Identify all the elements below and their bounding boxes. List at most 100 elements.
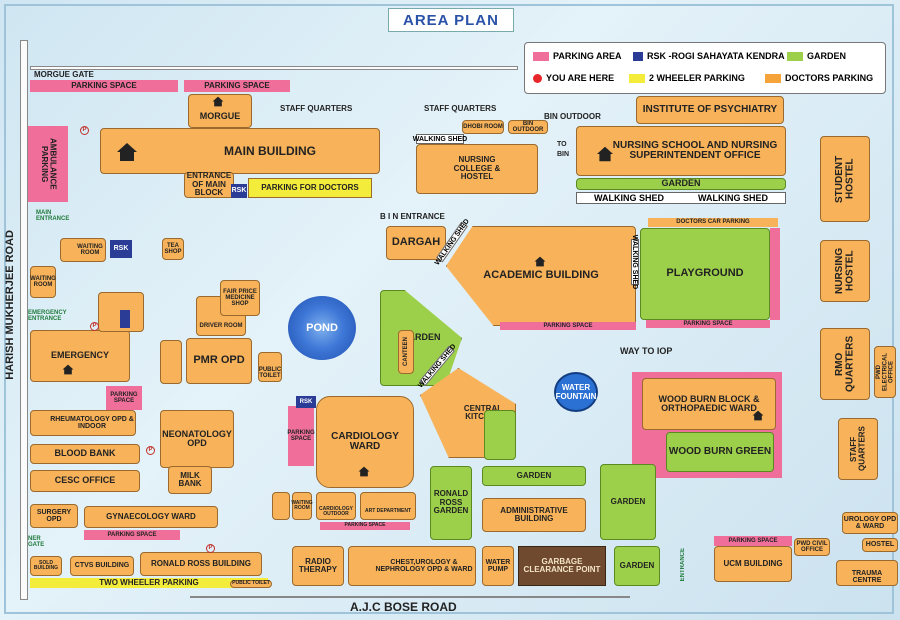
map-legend: PARKING AREA RSK -ROGI SAHAYATA KENDRA G… (524, 42, 886, 94)
parking-space-playground: PARKING SPACE (646, 320, 770, 328)
rheumatology-opd[interactable]: RHEUMATOLOGY OPD & INDOOR (30, 410, 136, 436)
parking-space-rheumatology: PARKING SPACE (106, 386, 142, 410)
water-pump[interactable]: WATER PUMP (482, 546, 514, 586)
bin-outdoor-building[interactable]: BIN OUTDOOR (508, 120, 548, 134)
gynaecology-ward[interactable]: GYNAECOLOGY WARD (84, 506, 218, 528)
wood-burn-green: WOOD BURN GREEN (666, 432, 774, 472)
radio-therapy[interactable]: RADIO THERAPY (292, 546, 344, 586)
bin-outdoor-label: BIN OUTDOOR (544, 112, 601, 121)
parking-p-icon: P (80, 126, 89, 135)
surgery-opd[interactable]: SURGERY OPD (30, 504, 78, 528)
parking-space-academic: PARKING SPACE (500, 322, 636, 330)
cesc-office[interactable]: CESC OFFICE (30, 470, 140, 492)
entrance-label-bottom: ENTRANCE (680, 548, 686, 582)
pmr-opd[interactable]: PMR OPD (186, 338, 252, 384)
to-bin-label: TO BIN (557, 141, 570, 158)
emergency-entrance-label: EMERGENCY ENTRANCE (28, 310, 67, 322)
legend-two-wheeler: 2 WHEELER PARKING (629, 73, 745, 83)
pwd-electrical-office[interactable]: PWD ELECTRICAL OFFICE (874, 346, 896, 398)
wood-burn-block[interactable]: WOOD BURN BLOCK & ORTHOPAEDIC WARD (642, 378, 776, 430)
institute-of-psychiatry[interactable]: INSTITUTE OF PSYCHIATRY (636, 96, 784, 124)
neonatology-opd[interactable]: NEONATOLOGY OPD (160, 410, 234, 468)
legend-rsk: RSK -ROGI SAHAYATA KENDRA (633, 51, 785, 61)
rsk-emergency[interactable] (120, 310, 130, 328)
sold-building[interactable]: SOLD BUILDING (30, 556, 62, 576)
staff-quarters-label-1: STAFF QUARTERS (280, 104, 353, 113)
public-toilet-pmr[interactable]: PUBLIC TOILET (258, 352, 282, 382)
entrance-main-block: ENTRANCE OF MAIN BLOCK (184, 172, 234, 198)
parking-space-art: PARKING SPACE (320, 522, 410, 530)
nursing-school[interactable]: NURSING SCHOOL AND NURSING SUPERINTENDEN… (576, 126, 786, 176)
pmr-side-wing (160, 340, 182, 384)
administrative-building[interactable]: ADMINISTRATIVE BUILDING (482, 498, 586, 532)
trauma-centre[interactable]: TRAUMA CENTRE (836, 560, 898, 586)
map-frame (4, 4, 894, 614)
bottom-road-line (190, 596, 630, 598)
emergency-building[interactable]: EMERGENCY (30, 330, 130, 382)
ucm-building[interactable]: UCM BUILDING (714, 546, 792, 582)
parking-space-cardio: PARKING SPACE (287, 406, 315, 466)
blood-bank[interactable]: BLOOD BANK (30, 444, 140, 464)
staff-quarters-label-2: STAFF QUARTERS (424, 104, 497, 113)
road-ajc-bose: A.J.C BOSE ROAD (350, 600, 457, 614)
chest-urology[interactable]: CHEST,UROLOGY & NEPHROLOGY OPD & WARD (348, 546, 476, 586)
milk-bank[interactable]: MILK BANK (168, 466, 212, 494)
playground[interactable]: PLAYGROUND (640, 228, 770, 320)
legend-you-are-here: YOU ARE HERE (533, 73, 614, 83)
ronald-ross-garden: RONALD ROSS GARDEN (430, 466, 472, 540)
rsk-main[interactable]: RSK (231, 184, 247, 198)
garden-kitchen (484, 410, 516, 460)
waiting-room-cardio[interactable]: WAITING ROOM (291, 492, 313, 520)
garden-right: GARDEN (600, 464, 656, 540)
ronald-ross-building[interactable]: RONALD ROSS BUILDING (140, 552, 262, 576)
rsk-cardio[interactable]: RSK (296, 396, 316, 408)
house-icon (117, 143, 137, 161)
ambulance-parking-playground (770, 228, 780, 320)
parking-space-2: PARKING SPACE (184, 80, 290, 92)
house-icon (62, 364, 74, 375)
parking-p-icon: P (206, 544, 215, 553)
tea-shop[interactable]: TEA SHOP (162, 238, 184, 260)
dargah[interactable]: DARGAH (386, 226, 446, 260)
house-icon (534, 256, 546, 267)
rmo-quarters[interactable]: RMO QUARTERS (820, 328, 870, 400)
rsk-left[interactable]: RSK (110, 240, 132, 258)
legend-parking-area: PARKING AREA (533, 51, 622, 61)
house-icon (752, 410, 764, 421)
house-icon (212, 96, 224, 107)
main-building[interactable]: MAIN BUILDING (100, 128, 380, 174)
dhobi-room[interactable]: DHOBI ROOM (462, 120, 504, 134)
way-to-iop-label: WAY TO IOP (620, 346, 673, 356)
fair-price-shop[interactable]: FAIR PRICE MEDICINE SHOP (220, 280, 260, 316)
parking-for-doctors: PARKING FOR DOCTORS (248, 178, 372, 198)
ner-gate-label: NER GATE (28, 536, 45, 548)
house-icon (358, 466, 370, 477)
urology-opd-ward[interactable]: UROLOGY OPD & WARD (842, 512, 898, 534)
garden-admin: GARDEN (482, 466, 586, 486)
staff-quarters-right[interactable]: STAFF QUARTERS (838, 418, 878, 480)
ctvs-building[interactable]: CTVS BUILDING (70, 556, 134, 576)
walking-shed-1: WALKING SHED (412, 134, 468, 144)
parking-space-gyn: PARKING SPACE (84, 530, 180, 540)
waiting-room-2[interactable]: WAITING ROOM (30, 266, 56, 298)
garden-bottom: GARDEN (614, 546, 660, 586)
two-wheeler-parking: TWO WHEELER PARKING (30, 578, 268, 588)
waiting-room-1[interactable]: WAITING ROOM (60, 238, 106, 262)
hostel-right[interactable]: HOSTEL (862, 538, 898, 552)
cardiology-ward[interactable]: CARDIOLOGY WARD (316, 396, 414, 488)
student-hostel[interactable]: STUDENT HOSTEL (820, 136, 870, 222)
canteen[interactable]: CANTEEN (398, 330, 414, 374)
top-road (30, 66, 518, 70)
art-department[interactable]: ART DEPARTMENT (360, 492, 416, 520)
nursing-college-hostel[interactable]: NURSING COLLEGE & HOSTEL (416, 144, 538, 194)
ambulance-parking: AMBULANCE PARKING (28, 126, 68, 202)
public-toilet-bottom[interactable]: PUBLIC TOILET (230, 580, 272, 588)
walking-shed-academic: WALKING SHED (631, 234, 639, 290)
left-road-line (20, 40, 28, 600)
nursing-hostel[interactable]: NURSING HOSTEL (820, 240, 870, 302)
pwd-civil-office[interactable]: PWD CIVIL OFFICE (794, 538, 830, 556)
parking-space-small (272, 492, 290, 520)
cardiology-outdoor[interactable]: CARDIOLOGY OUTDOOR (316, 492, 356, 520)
garden-nursing: GARDEN (576, 178, 786, 190)
